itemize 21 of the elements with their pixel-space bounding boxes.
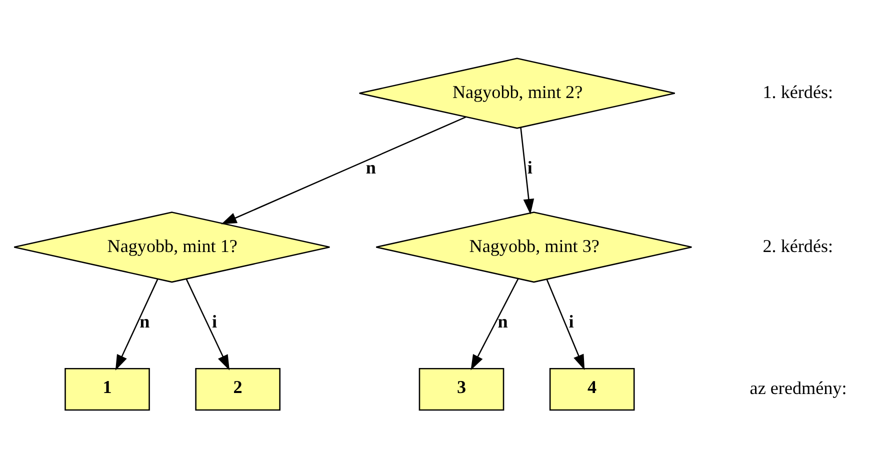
node-diamond: Nagyobb, mint 2? xyxy=(358,57,675,128)
node-diamond: Nagyobb, mint 3? xyxy=(375,211,692,282)
label: 2. kérdés: xyxy=(762,235,833,256)
label: 1. kérdés: xyxy=(762,82,833,102)
edge-label: i xyxy=(568,311,574,332)
node-box: 2 xyxy=(194,368,280,410)
label: az eredmény: xyxy=(749,378,846,398)
edge-label: i xyxy=(526,157,532,178)
arrow xyxy=(220,116,466,224)
arrow xyxy=(520,126,534,214)
edge-label: n xyxy=(497,311,508,332)
edge-label: n xyxy=(139,311,150,332)
node-box: 1 xyxy=(64,368,150,410)
edge-label: n xyxy=(365,157,376,178)
node-box: 3 xyxy=(418,368,504,410)
node-box: 4 xyxy=(548,368,634,410)
arrow xyxy=(114,278,158,370)
edge-label: i xyxy=(211,311,217,332)
arrow xyxy=(470,278,518,370)
arrow xyxy=(546,278,584,370)
arrow xyxy=(185,278,230,370)
